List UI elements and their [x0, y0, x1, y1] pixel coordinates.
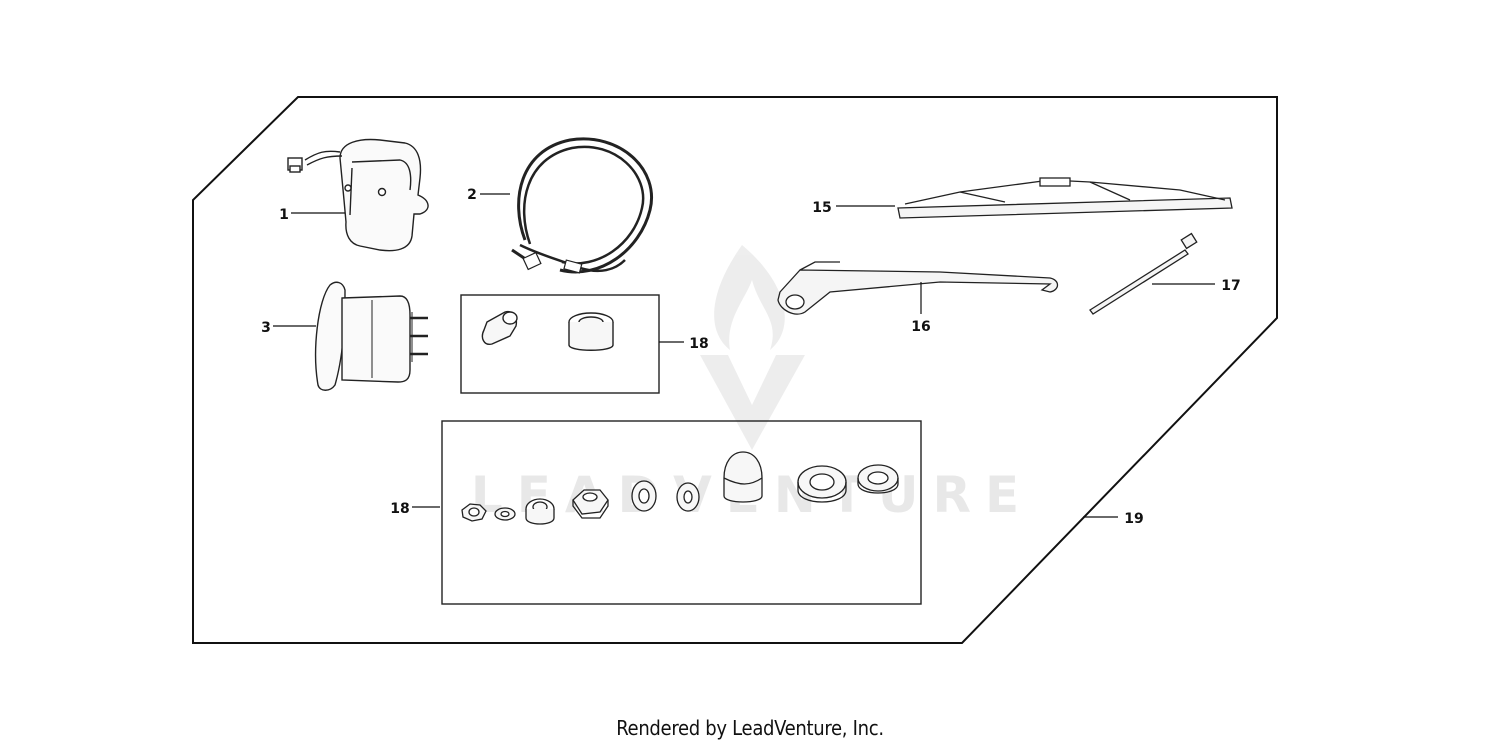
- leader-lines: [273, 193, 1215, 518]
- part-18-box-upper: [460, 294, 660, 394]
- callout-15: 15: [812, 200, 831, 216]
- hardware-parts-lower: [461, 451, 899, 525]
- wiper-motor: [287, 138, 429, 252]
- callout-18-upper: 18: [689, 336, 708, 352]
- rocker-switch: [314, 281, 428, 391]
- callout-17: 17: [1221, 278, 1240, 294]
- callout-16: 16: [911, 319, 930, 335]
- cable-tie: [1089, 232, 1198, 315]
- kit-outline: [192, 96, 1278, 644]
- watermark-flame-icon: [714, 245, 785, 350]
- wiper-arm: [777, 261, 1059, 315]
- spacer-parts-upper: [481, 310, 614, 351]
- callout-3: 3: [261, 320, 271, 336]
- callout-2: 2: [467, 187, 477, 203]
- callout-18-lower: 18: [390, 501, 409, 517]
- wiper-blade: [897, 177, 1233, 219]
- callout-1: 1: [279, 207, 289, 223]
- part-18-box-lower: [441, 420, 922, 605]
- callout-19: 19: [1124, 511, 1143, 527]
- wire-harness: [511, 137, 653, 274]
- footer-credit: Rendered by LeadVenture, Inc.: [616, 716, 884, 740]
- watermark-v-icon: [700, 355, 805, 450]
